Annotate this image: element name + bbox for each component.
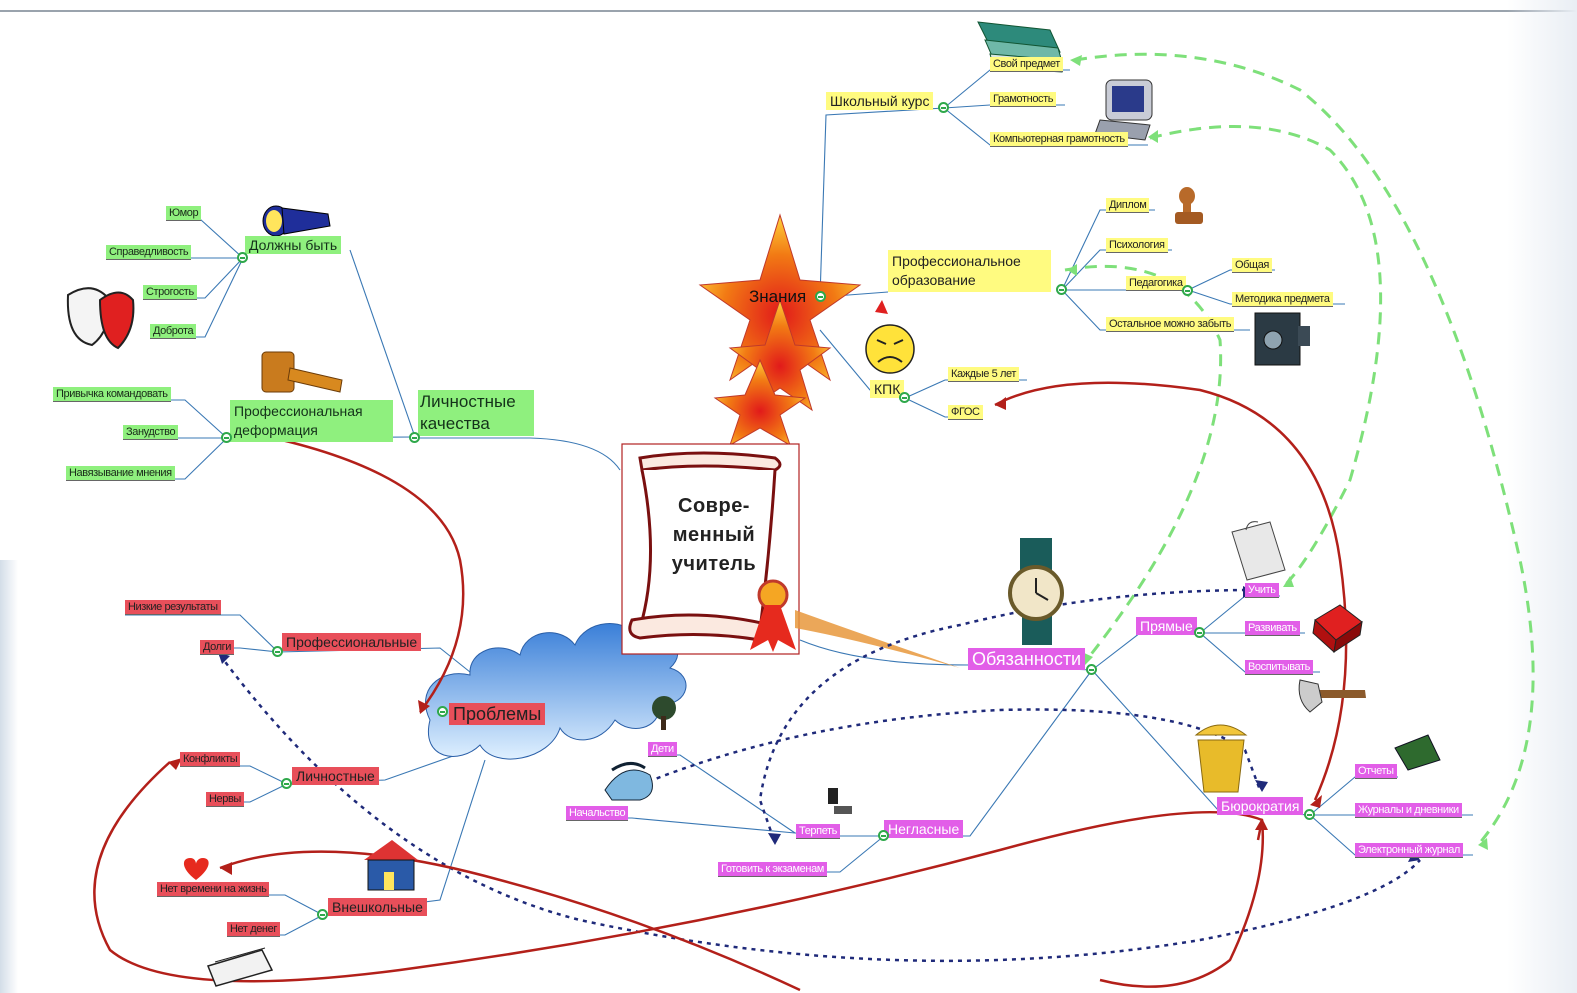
node-bureaucracy[interactable]: Бюрократия (1217, 797, 1304, 815)
scroll-icon (621, 443, 800, 655)
node-school-course[interactable]: Школьный курс (826, 92, 934, 110)
heart-icon (183, 858, 209, 880)
leaf-subject-methods[interactable]: Методика предмета (1232, 292, 1333, 307)
tree-icon (652, 696, 676, 730)
collapse-toggle-pedagogy[interactable] (1182, 285, 1193, 296)
cloud-icon (425, 623, 687, 760)
center-topic-title[interactable]: Совре- менный учитель (671, 495, 757, 575)
collapse-toggle-kpk[interactable] (899, 392, 910, 403)
node-should-be[interactable]: Должны быть (245, 236, 342, 254)
node-external-problems[interactable]: Внешкольные (328, 898, 427, 916)
leaf-literacy[interactable]: Грамотность (990, 92, 1057, 107)
leaf-reports[interactable]: Отчеты (1355, 764, 1397, 779)
briefcase-icon (1231, 521, 1286, 581)
leaf-children[interactable]: Дети (648, 742, 677, 757)
leaf-teach[interactable]: Учить (1245, 583, 1279, 598)
leaf-educate[interactable]: Воспитывать (1245, 660, 1313, 675)
leaf-conflicts[interactable]: Конфликты (180, 752, 241, 767)
node-unspoken[interactable]: Негласные (884, 820, 964, 838)
leaf-no-time-for-life[interactable]: Нет времени на жизнь (157, 882, 270, 897)
rubiks-cube-icon (1312, 604, 1363, 654)
leaf-humor[interactable]: Юмор (166, 206, 202, 221)
leaf-habit-to-command[interactable]: Привычка командовать (53, 387, 171, 402)
branch-duties[interactable]: Обязанности (968, 648, 1086, 670)
collapse-toggle-personal-problems[interactable] (281, 778, 292, 789)
node-professional-problems[interactable]: Профессиональные (282, 633, 422, 651)
leaf-own-subject[interactable]: Свой предмет (990, 57, 1063, 72)
collapse-toggle-unspoken[interactable] (878, 830, 889, 841)
leaf-pedagogy[interactable]: Педагогика (1126, 276, 1186, 291)
trash-bin-icon (1194, 724, 1248, 793)
money-icon (1394, 734, 1441, 771)
leaf-tediousness[interactable]: Занудство (123, 425, 179, 440)
leaf-develop[interactable]: Развивать (1245, 621, 1300, 636)
collapse-toggle-knowledge[interactable] (815, 291, 826, 302)
leaf-electronic-journal[interactable]: Электронный журнал (1355, 843, 1463, 858)
collapse-toggle-deformation[interactable] (221, 432, 232, 443)
collapse-toggle-prof-education[interactable] (1056, 284, 1067, 295)
axe-icon (1298, 679, 1366, 713)
theater-masks-icon (66, 287, 135, 350)
angry-face-icon (865, 300, 915, 374)
leaf-imposing-opinion[interactable]: Навязывание мнения (66, 466, 175, 481)
right-edge-fade (1507, 0, 1577, 993)
telephone-icon (604, 762, 653, 801)
collapse-toggle-direct[interactable] (1194, 627, 1205, 638)
leaf-low-results[interactable]: Низкие результаты (125, 600, 221, 615)
collapse-toggle-bureaucracy[interactable] (1304, 809, 1315, 820)
branch-problems[interactable]: Проблемы (449, 703, 546, 725)
flashlight-icon (262, 205, 331, 237)
leaf-endure[interactable]: Терпеть (796, 824, 841, 839)
house-icon (364, 840, 418, 891)
leaf-computer-literacy[interactable]: Компьютерная грамотность (990, 132, 1128, 147)
node-kpk[interactable]: КПК (870, 380, 905, 398)
star-icon (698, 213, 862, 447)
link-arrowheads (168, 55, 1488, 875)
node-personal-problems[interactable]: Личностные (292, 767, 379, 785)
leaf-fgos[interactable]: ФГОС (948, 405, 983, 420)
collapse-toggle-external-problems[interactable] (317, 909, 328, 920)
leaf-prepare-for-exams[interactable]: Готовить к экзаменам (718, 862, 827, 877)
collapse-toggle-school[interactable] (938, 102, 949, 113)
faucet-icon (828, 788, 852, 814)
node-professional-deformation[interactable]: Профессиональная деформация (230, 400, 393, 442)
stamp-icon (1175, 187, 1203, 224)
leaf-rest-can-forget[interactable]: Остальное можно забыть (1106, 317, 1235, 332)
leaf-psychology[interactable]: Психология (1106, 238, 1168, 253)
leaf-nerves[interactable]: Нервы (206, 792, 244, 807)
branch-personal-qualities[interactable]: Личностные качества (418, 390, 534, 436)
collapse-toggle-problems[interactable] (437, 706, 448, 717)
node-direct[interactable]: Прямые (1136, 617, 1197, 635)
branch-knowledge[interactable]: Знания (749, 287, 807, 306)
window-top-border (0, 0, 1577, 12)
collapse-toggle-professional-problems[interactable] (272, 646, 283, 657)
node-professional-education[interactable]: Профессиональное образование (888, 250, 1051, 292)
leaf-diploma[interactable]: Диплом (1106, 198, 1150, 213)
left-edge-fade (0, 560, 18, 993)
leaf-every-5-years[interactable]: Каждые 5 лет (948, 367, 1019, 382)
safe-icon (1254, 312, 1310, 366)
cash-register-icon (206, 947, 274, 987)
leaf-fairness[interactable]: Справедливость (106, 245, 192, 260)
dashed-green-links (1064, 52, 1535, 846)
leaf-superiors[interactable]: Начальство (566, 806, 629, 821)
gavel-icon (261, 351, 343, 393)
collapse-toggle-should-be[interactable] (237, 252, 248, 263)
leaf-no-money[interactable]: Нет денег (227, 922, 280, 937)
leaf-debts[interactable]: Долги (200, 640, 235, 655)
dotted-navy-links (218, 588, 1421, 963)
leaf-journals-diaries[interactable]: Журналы и дневники (1355, 803, 1462, 818)
red-curved-links (93, 381, 1348, 992)
computer-icon (1094, 79, 1153, 141)
collapse-toggle-personal[interactable] (409, 432, 420, 443)
watch-icon (1008, 538, 1064, 645)
leaf-general[interactable]: Общая (1232, 258, 1272, 273)
leaf-strictness[interactable]: Строгость (143, 285, 197, 300)
collapse-toggle-duties[interactable] (1086, 664, 1097, 675)
leaf-kindness[interactable]: Доброта (150, 324, 197, 339)
